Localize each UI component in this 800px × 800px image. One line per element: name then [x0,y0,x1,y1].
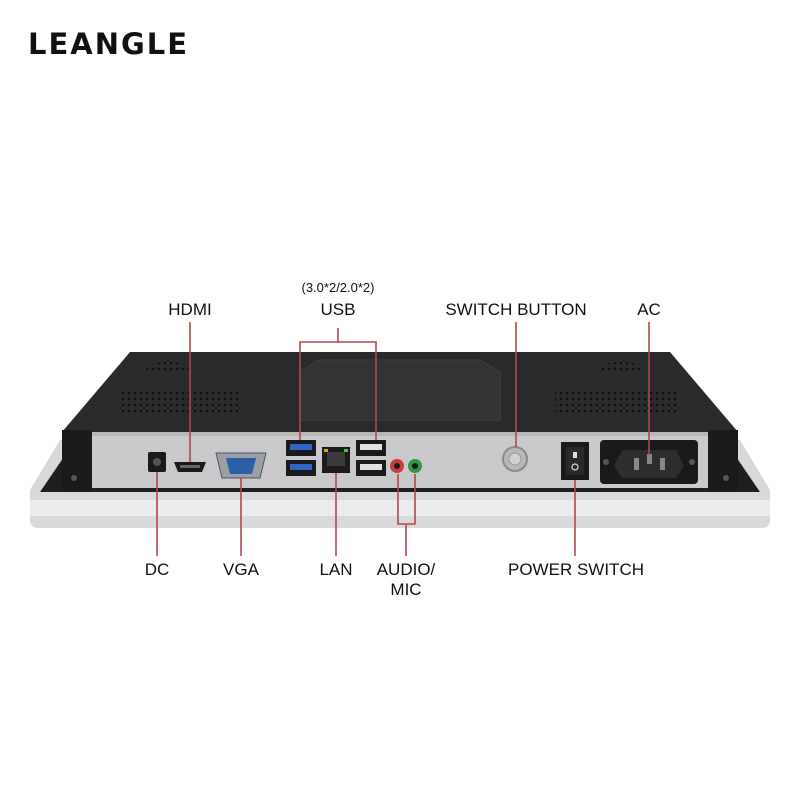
vga-port [215,452,267,479]
usb-label: USB [320,300,356,319]
bezel-highlight [30,500,770,516]
power-switch-label: POWER SWITCH [508,560,644,579]
back-plate [299,359,501,421]
audio-mic-label: AUDIO/ MIC [366,560,446,599]
hdmi-port [174,462,206,472]
lan-label: LAN [319,560,353,579]
lan-port [322,447,350,473]
screw-right [723,475,729,481]
vga-label: VGA [223,560,259,579]
bracket-right [708,430,738,492]
ac-inlet [600,440,698,484]
switch-button-label: SWITCH BUTTON [445,300,587,319]
hdmi-label: HDMI [168,300,212,319]
switch-button-port [502,446,528,472]
callout-lines [156,322,650,556]
bracket-left [62,430,92,492]
dc-port [148,452,166,472]
audio-label-line1: AUDIO/ [376,560,436,579]
usb-spec-label: (3.0*2/2.0*2) [301,280,375,295]
audio-label-line2: MIC [390,579,422,599]
speaker-left [146,362,190,374]
vent-left [118,392,240,414]
screw-left [71,475,77,481]
speaker-right [600,362,644,374]
brand-logo: LEANGLE [28,27,190,61]
vent-right [555,392,677,414]
usb2-ports [356,440,386,476]
audio-mic-ports [390,459,422,473]
power-rocker [561,442,589,480]
ac-label: AC [637,300,661,319]
dc-label: DC [144,560,170,579]
usb3-ports [286,440,316,476]
